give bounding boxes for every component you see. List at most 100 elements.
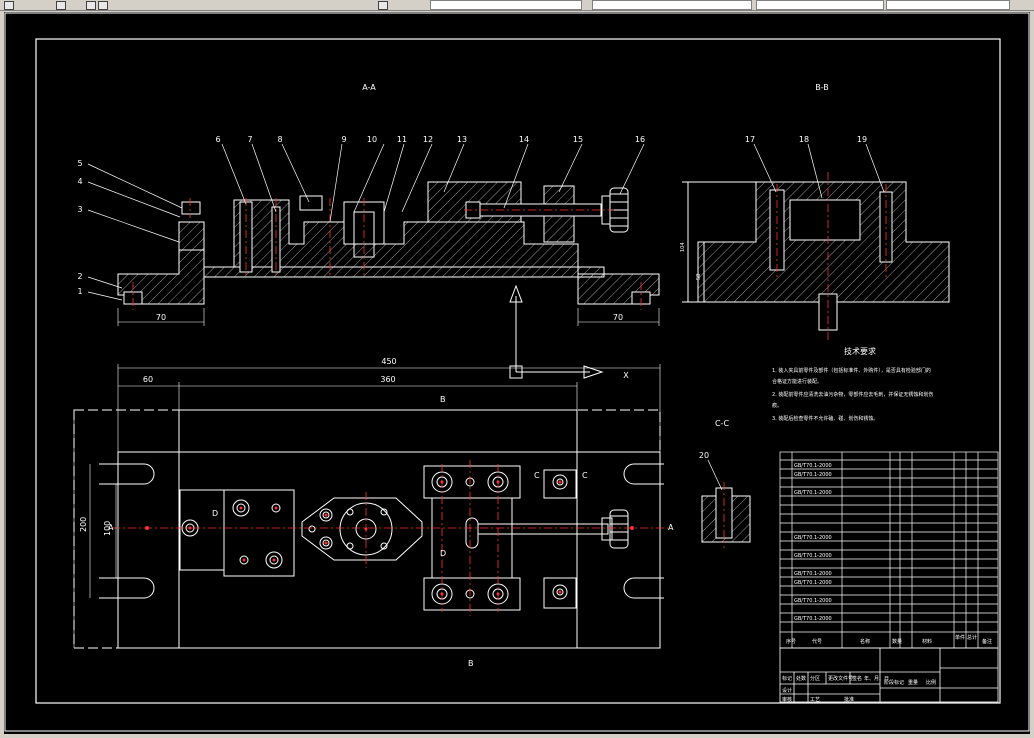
aa-screw-5 xyxy=(181,201,201,215)
balloon-1: 1 xyxy=(77,287,82,296)
tb-count: 处数 xyxy=(796,675,806,682)
inner-border xyxy=(35,38,1001,704)
header-code: 代号 xyxy=(812,638,822,645)
dim-plan-left: 60 xyxy=(143,375,153,384)
mark-b-bottom: B xyxy=(468,659,474,668)
plan-slot-bl xyxy=(99,577,155,599)
balloon-18: 18 xyxy=(799,135,809,144)
section-cc-label: C-C xyxy=(715,419,729,428)
title-block xyxy=(779,647,999,703)
layer-icon[interactable] xyxy=(56,1,66,10)
plan-base-plate xyxy=(117,451,661,649)
balloon-3: 3 xyxy=(77,205,82,214)
mark-a-left: A xyxy=(108,523,114,532)
balloon-7: 7 xyxy=(247,135,252,144)
plan-slot-br xyxy=(623,577,664,599)
ucs-icon xyxy=(509,284,604,379)
balloon-8: 8 xyxy=(277,135,282,144)
tb-approve: 批准 xyxy=(844,696,854,703)
section-aa-label: A-A xyxy=(362,83,376,92)
header-unit: 单件 xyxy=(955,634,965,641)
balloon-5: 5 xyxy=(77,159,82,168)
dim-aa-left: 70 xyxy=(156,313,166,322)
tb-mark: 标记 xyxy=(782,675,792,682)
aa-left-upright xyxy=(178,221,205,251)
section-bb-label: B-B xyxy=(815,83,829,92)
plan-clamp-plate xyxy=(223,489,295,577)
drawing-canvas[interactable]: A-A xyxy=(4,12,1030,734)
parts-list xyxy=(779,451,999,649)
mark-a-right: A xyxy=(668,523,674,532)
plan-screw-rod xyxy=(477,523,609,535)
plan-fixture-body xyxy=(178,409,578,649)
mark-c-right: C xyxy=(582,471,588,480)
balloon-2: 2 xyxy=(77,272,82,281)
plan-block15-bottom xyxy=(543,577,577,609)
tb-review: 审核 xyxy=(782,696,792,703)
tb-process: 工艺 xyxy=(810,697,820,703)
tb-signature: 签名 xyxy=(852,675,862,682)
plan-slot-tr xyxy=(623,463,664,485)
mark-d-left: D xyxy=(440,549,446,558)
linetype-combo[interactable] xyxy=(756,0,884,10)
aa-base-strip xyxy=(203,266,605,278)
outer-border xyxy=(4,12,1030,732)
header-material: 材料 xyxy=(922,638,932,645)
balloon-12: 12 xyxy=(423,135,433,144)
header-no: 序号 xyxy=(786,638,796,645)
plan-view xyxy=(73,409,664,649)
tb-scale: 比例 xyxy=(926,679,936,686)
balloon-4: 4 xyxy=(77,177,82,186)
tech-req-title: 技术要求 xyxy=(844,346,876,356)
plan-knob xyxy=(609,509,629,549)
mark-c-left: C xyxy=(534,471,540,480)
tb-date: 年、月、日 xyxy=(864,675,889,682)
part-code-2: GB/T70.1-2000 xyxy=(794,472,832,478)
tb-zone: 分区 xyxy=(810,675,820,682)
section-aa-view xyxy=(117,181,660,305)
dim-bb-height2: 58 xyxy=(696,274,702,280)
cad-drawing: A-A xyxy=(4,12,1030,732)
balloon-14: 14 xyxy=(519,135,529,144)
balloon-9: 9 xyxy=(341,135,346,144)
plan-slider xyxy=(431,497,513,579)
match-properties-icon[interactable] xyxy=(98,1,108,10)
balloon-15: 15 xyxy=(573,135,583,144)
layer-combo[interactable] xyxy=(430,0,582,10)
cad-toolbar xyxy=(0,0,1034,11)
part-code-8: GB/T70.1-2000 xyxy=(794,553,832,559)
tb-change-doc: 更改文件号 xyxy=(828,675,853,682)
tb-weight: 重量 xyxy=(908,679,918,686)
balloon-6: 6 xyxy=(215,135,220,144)
mark-d-right: D xyxy=(212,509,218,518)
dim-bb-height1: 104 xyxy=(680,242,686,252)
header-name: 名称 xyxy=(860,638,870,645)
plan-slot-tl xyxy=(99,463,155,485)
lineweight-combo[interactable] xyxy=(886,0,1010,10)
dim-plan-height-outer: 200 xyxy=(79,517,88,532)
part-code-11: GB/T70.1-2000 xyxy=(794,580,832,586)
plan-block-bottom xyxy=(423,577,521,611)
header-total: 总计 xyxy=(967,634,977,641)
plan-block15-top xyxy=(543,469,577,499)
aa-clamp-8 xyxy=(299,195,323,211)
color-combo[interactable] xyxy=(592,0,752,10)
dim-plan-total: 450 xyxy=(381,357,396,366)
plan-block-top xyxy=(423,465,521,499)
balloon-11: 11 xyxy=(397,135,407,144)
part-code-1: GB/T70.1-2000 xyxy=(794,463,832,469)
part-code-5: GB/T70.1-2000 xyxy=(794,535,832,541)
tb-stage: 阶段标记 xyxy=(884,679,904,686)
dim-plan-inner: 360 xyxy=(380,375,395,384)
palette-icon[interactable] xyxy=(86,1,96,10)
tech-req-line-1: 1. 装入夹具前零件及部件（包括标准件、外购件），是否具有检验部门的 xyxy=(772,367,931,374)
balloon-10: 10 xyxy=(367,135,377,144)
tech-req-line-4: 痕。 xyxy=(772,402,782,409)
aa-left-foot xyxy=(117,249,205,305)
part-code-10: GB/T70.1-2000 xyxy=(794,571,832,577)
dim-aa-right: 70 xyxy=(613,313,623,322)
part-code-13: GB/T70.1-2000 xyxy=(794,598,832,604)
layer-tool-icon[interactable] xyxy=(378,1,388,10)
file-icon[interactable] xyxy=(4,1,14,10)
aa-leaders xyxy=(87,143,645,301)
